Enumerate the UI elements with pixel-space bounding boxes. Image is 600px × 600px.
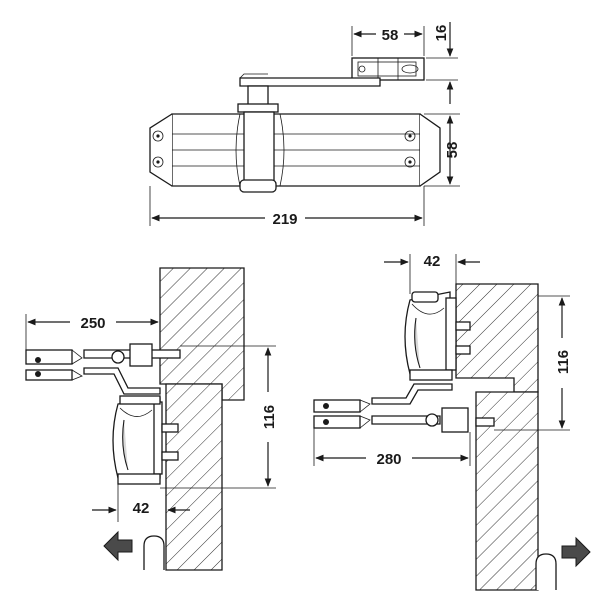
pivot-spindle (237, 85, 279, 113)
frame-section (159, 267, 245, 401)
pull-side-view: 250 116 42 (25, 267, 278, 571)
dim-116-push-label: 116 (555, 350, 572, 374)
arm-assembly (313, 383, 495, 433)
closer-body (149, 111, 441, 193)
dimension-58-vertical: 58 (424, 113, 461, 187)
dimension-116-push: 116 (494, 295, 572, 431)
arrow-right-icon (561, 536, 591, 568)
hinge-post (535, 553, 557, 590)
dim-280-label: 280 (376, 451, 401, 468)
dimension-219: 219 (149, 186, 425, 228)
dim-250-label: 250 (80, 315, 105, 332)
dimension-116-pull: 116 (160, 345, 278, 489)
push-side-view: 42 116 280 (313, 253, 591, 591)
dim-42-push-label: 42 (424, 253, 441, 270)
dim-58-bracket-label: 58 (382, 27, 399, 44)
frame-section (455, 283, 539, 393)
door-section (165, 383, 223, 571)
closer-section (112, 395, 179, 485)
arm-bracket (351, 57, 425, 81)
arm-assembly (25, 343, 181, 395)
dimension-280: 280 (313, 428, 471, 468)
dimension-58-bracket: 58 (351, 26, 425, 56)
closer-arm (239, 73, 381, 87)
dim-16-label: 16 (433, 25, 450, 42)
closer-section (404, 291, 471, 381)
dim-116-pull-label: 116 (261, 405, 278, 429)
hinge-post (143, 535, 165, 570)
dim-219-label: 219 (272, 211, 297, 228)
dim-58-vertical-label: 58 (444, 142, 461, 159)
dim-42-pull-label: 42 (133, 500, 150, 517)
dimension-42-push: 42 (384, 253, 480, 294)
dimension-250: 250 (25, 314, 161, 350)
dimension-16: 16 (426, 22, 458, 104)
arrow-left-icon (103, 530, 133, 562)
top-view: 219 58 58 16 (149, 22, 461, 228)
dimension-42-pull: 42 (92, 484, 190, 522)
